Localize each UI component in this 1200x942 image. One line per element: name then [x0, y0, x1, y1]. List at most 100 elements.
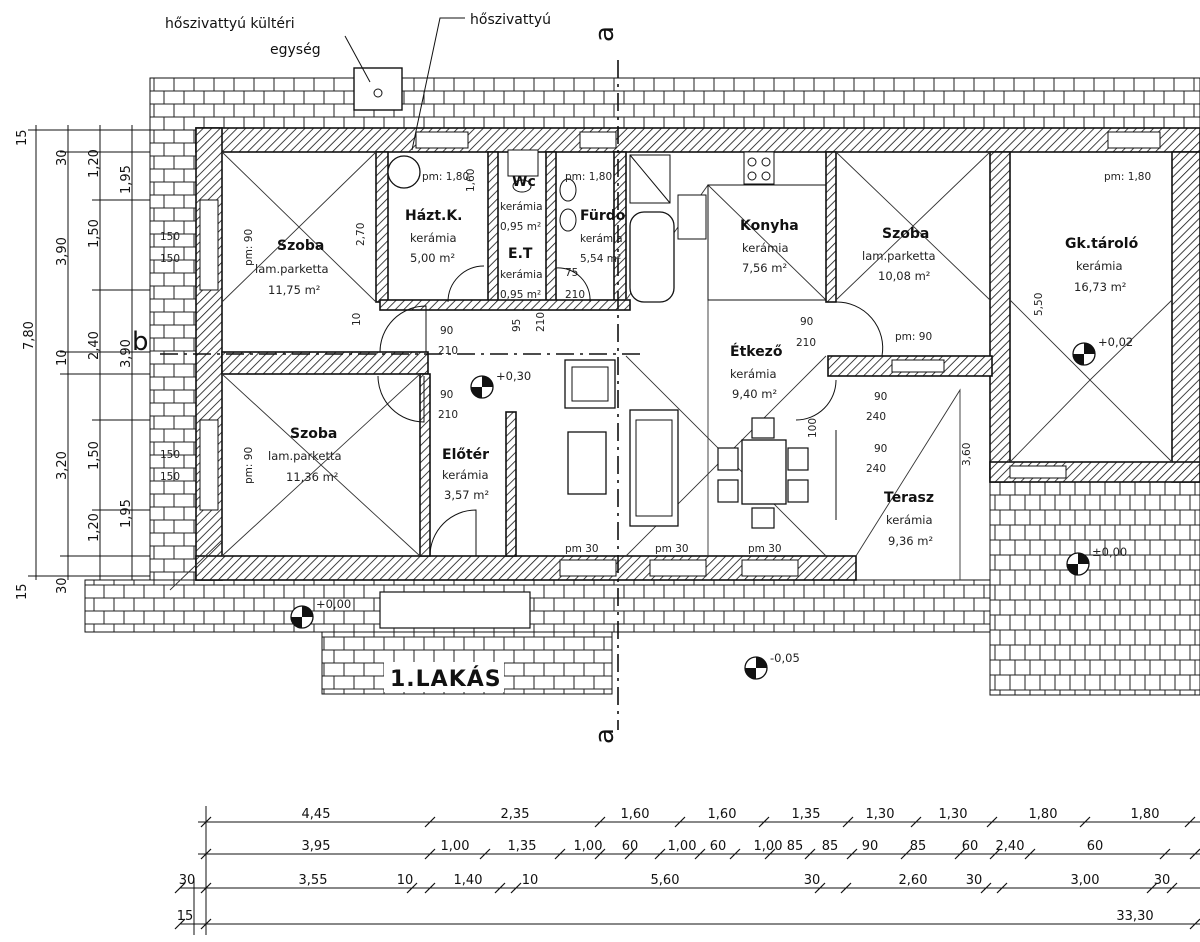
room-eloter: Előtér kerámia 3,57 m² — [442, 447, 489, 502]
svg-text:1,50: 1,50 — [87, 219, 102, 248]
dimension-tick — [980, 882, 992, 894]
svg-text:150: 150 — [160, 471, 180, 483]
room-konyha: Konyha kerámia 7,56 m² — [740, 218, 799, 275]
room-terasz: Terasz kerámia 9,36 m² — [884, 490, 934, 548]
svg-text:210: 210 — [796, 337, 816, 349]
svg-text:16,73 m²: 16,73 m² — [1074, 280, 1126, 294]
dimension-label: 30 — [966, 873, 983, 888]
svg-text:30: 30 — [55, 577, 70, 594]
level-marker-3: ±0,00 — [1066, 545, 1127, 576]
dimension-tick — [1024, 848, 1036, 860]
dimension-tick — [174, 882, 186, 894]
svg-text:210: 210 — [438, 345, 458, 357]
dimension-tick — [1189, 918, 1200, 930]
svg-text:5,50: 5,50 — [1033, 293, 1045, 316]
svg-text:5,00 m²: 5,00 m² — [410, 251, 455, 265]
dimension-label: 33,30 — [1116, 909, 1153, 924]
svg-text:7,56 m²: 7,56 m² — [742, 261, 787, 275]
dimension-tick — [840, 882, 852, 894]
dimension-tick — [424, 816, 436, 828]
svg-text:Terasz: Terasz — [884, 490, 934, 506]
dimension-label: 5,60 — [651, 873, 680, 888]
outdoor-unit-label-2: egység — [270, 42, 321, 58]
dimension-label: 3,55 — [299, 873, 328, 888]
svg-text:90: 90 — [440, 325, 453, 337]
dimension-tick — [1159, 848, 1171, 860]
dimension-label: 10 — [522, 873, 539, 888]
svg-text:lam.parketta: lam.parketta — [862, 249, 936, 263]
svg-text:11,75 m²: 11,75 m² — [268, 283, 320, 297]
svg-text:210: 210 — [565, 289, 585, 301]
dimension-label: 1,00 — [668, 839, 697, 854]
dimension-label: 60 — [710, 839, 727, 854]
dimension-tick — [1184, 816, 1196, 828]
dimension-tick — [494, 882, 506, 894]
dimension-tick — [424, 848, 436, 860]
dimension-tick — [1166, 882, 1178, 894]
svg-text:2,70: 2,70 — [355, 223, 367, 246]
dimension-tick — [846, 848, 858, 860]
svg-text:kerámia: kerámia — [500, 269, 543, 281]
svg-text:1,50: 1,50 — [87, 441, 102, 470]
dimension-label: 1,30 — [939, 807, 968, 822]
svg-text:1,20: 1,20 — [87, 513, 102, 542]
svg-text:1,95: 1,95 — [119, 165, 134, 194]
dimension-tick — [910, 816, 922, 828]
dimension-label: 2,35 — [501, 807, 530, 822]
level-marker-2: +0,02 — [1072, 335, 1133, 366]
svg-text:90: 90 — [800, 316, 813, 328]
dimension-tick — [200, 918, 212, 930]
svg-text:0,95 m²: 0,95 m² — [500, 289, 541, 301]
dimension-tick — [510, 882, 522, 894]
windows — [199, 131, 1161, 577]
svg-text:±0,00: ±0,00 — [1092, 545, 1127, 559]
svg-text:pm: 1,80: pm: 1,80 — [565, 171, 612, 183]
svg-text:Étkező: Étkező — [730, 343, 783, 360]
dimension-tick — [842, 816, 854, 828]
svg-text:pm: 90: pm: 90 — [243, 447, 255, 484]
dimension-label: 1,35 — [792, 807, 821, 822]
plan-title: 1.LAKÁS — [390, 666, 502, 692]
level-marker-5: -0,05 — [744, 651, 800, 680]
dimension-tick — [758, 816, 770, 828]
room-etkezo: Étkező kerámia 9,40 m² — [730, 343, 783, 401]
porch: 1.LAKÁS — [379, 591, 531, 692]
dimension-label: 3,00 — [1071, 873, 1100, 888]
section-mark-a-top: a — [590, 26, 620, 42]
level-markers: +0,30 +0,02 ±0,00 +0,00 -0,05 — [290, 335, 1133, 680]
svg-text:Előtér: Előtér — [442, 447, 489, 463]
dimension-label: 2,40 — [996, 839, 1025, 854]
svg-text:3,20: 3,20 — [55, 451, 70, 480]
svg-text:240: 240 — [866, 463, 886, 475]
dimension-label: 1,00 — [754, 839, 783, 854]
svg-text:Szoba: Szoba — [882, 226, 929, 242]
svg-text:pm: 90: pm: 90 — [243, 229, 255, 266]
dimension-label: 1,00 — [441, 839, 470, 854]
svg-text:-0,05: -0,05 — [770, 651, 800, 665]
dimension-tick — [954, 848, 966, 860]
svg-text:75: 75 — [565, 267, 578, 279]
svg-text:5,54 m²: 5,54 m² — [580, 253, 621, 265]
section-lines: a a b — [132, 26, 640, 744]
dimension-label: 90 — [862, 839, 879, 854]
room-et: E.T kerámia 0,95 m² — [500, 246, 543, 301]
svg-text:2,40: 2,40 — [87, 331, 102, 360]
svg-text:kerámia: kerámia — [410, 231, 457, 245]
dimension-tick — [729, 848, 741, 860]
dimension-tick — [554, 848, 566, 860]
dimension-label: 85 — [822, 839, 839, 854]
dimension-tick — [624, 848, 636, 860]
svg-text:Gk.tároló: Gk.tároló — [1065, 236, 1139, 252]
dimension-tick — [200, 882, 212, 894]
svg-text:15: 15 — [15, 129, 30, 146]
level-marker-1: +0,30 — [470, 369, 531, 399]
door-swings — [377, 265, 884, 557]
svg-text:+0,00: +0,00 — [316, 597, 351, 611]
room-furdo: Fürdo kerámia 5,54 m² — [580, 208, 626, 265]
svg-text:9,40 m²: 9,40 m² — [732, 387, 777, 401]
